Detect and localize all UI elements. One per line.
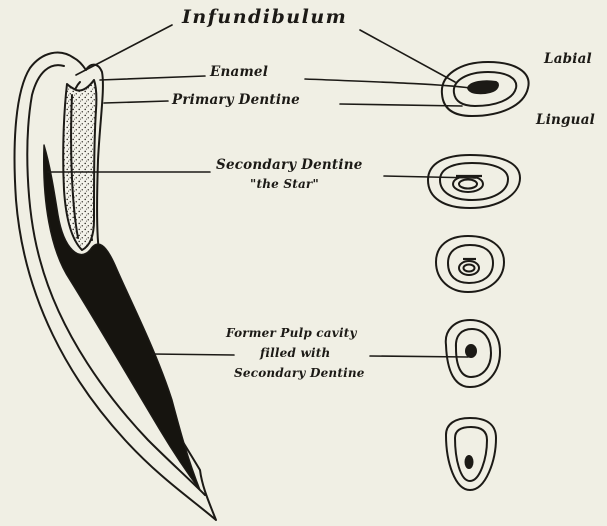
cross-section-5-outer bbox=[446, 418, 496, 490]
cross-section-3-star-outer bbox=[459, 261, 479, 275]
label-lingual: Lingual bbox=[536, 112, 595, 128]
infundibulum-cavity bbox=[63, 80, 96, 250]
label-former-pulp-line-1: Former Pulp cavity bbox=[226, 326, 357, 340]
cross-section-3-star-inner bbox=[464, 265, 475, 272]
former-pulp-leader-right bbox=[370, 356, 468, 357]
cross-section-5-pulp-mark bbox=[466, 456, 473, 468]
cross-section-5 bbox=[446, 418, 496, 490]
label-primary-dentine: Primary Dentine bbox=[172, 92, 300, 108]
former-pulp-leader bbox=[152, 354, 234, 355]
label-former-pulp-line-2: filled with bbox=[260, 346, 330, 360]
enamel-leader-left bbox=[100, 76, 205, 80]
cross-section-1-infundibulum bbox=[468, 81, 498, 93]
label-secondary-dentine: Secondary Dentine bbox=[216, 157, 363, 173]
label-labial: Labial bbox=[544, 51, 592, 67]
label-the-star: "the Star" bbox=[250, 177, 319, 191]
label-former-pulp-line-3: Secondary Dentine bbox=[234, 366, 365, 380]
cross-section-2 bbox=[428, 155, 520, 208]
cross-section-5-inner bbox=[455, 427, 487, 481]
infundibulum-leader-left bbox=[76, 25, 172, 75]
longitudinal-section bbox=[15, 53, 216, 520]
label-enamel: Enamel bbox=[210, 64, 268, 80]
primary-dentine-leader-left bbox=[104, 101, 168, 103]
cross-section-4 bbox=[446, 320, 500, 387]
label-infundibulum: Infundibulum bbox=[182, 6, 347, 28]
cross-section-3 bbox=[436, 236, 504, 292]
cross-section-2-star-inner bbox=[459, 180, 477, 189]
cross-section-1 bbox=[442, 62, 529, 116]
cross-section-4-pulp-mark bbox=[466, 345, 476, 357]
infundibulum-leader-right bbox=[360, 30, 455, 82]
